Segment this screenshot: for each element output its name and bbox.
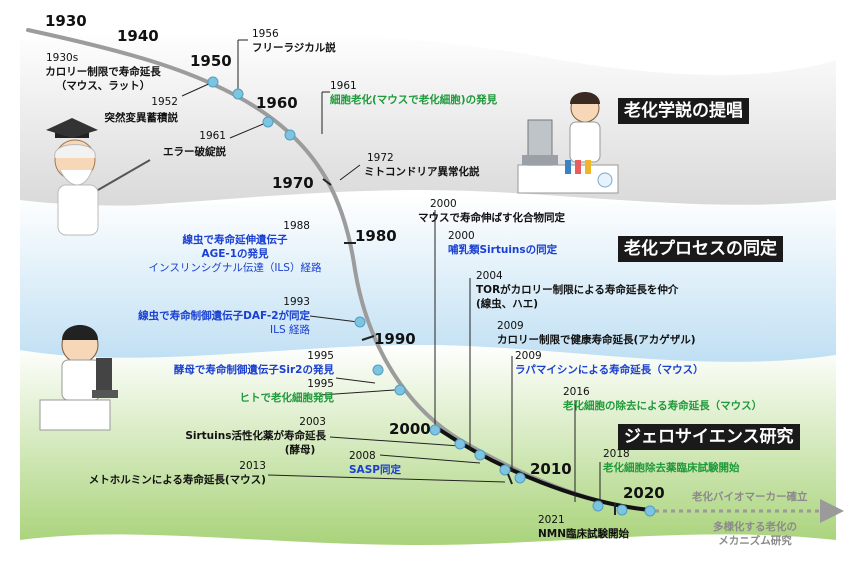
decade-1960: 1960 <box>256 94 298 112</box>
phase-label-process: 老化プロセスの同定 <box>618 236 783 262</box>
event-text: SASP同定 <box>349 464 401 476</box>
event-dots <box>207 76 656 517</box>
event-text: (線虫、ハエ) <box>476 298 539 310</box>
decade-1990: 1990 <box>374 330 416 348</box>
future-biomarker: 老化バイオマーカー確立 <box>692 491 808 503</box>
microscope-scientist-illustration <box>39 325 118 431</box>
professor-illustration <box>46 118 151 236</box>
event-text: 線虫で寿命延伸遺伝子 <box>182 234 288 246</box>
event-text: 線虫で寿命制御遺伝子DAF-2が同定 <box>138 310 310 322</box>
event-year: 1995 <box>307 378 334 390</box>
event-text: NMN臨床試験開始 <box>538 528 630 540</box>
decade-2000: 2000 <box>389 420 431 438</box>
event-year: 2018 <box>603 448 630 460</box>
event-year: 1952 <box>151 96 178 108</box>
event-text: ILS 経路 <box>270 324 310 336</box>
lab-scientist-illustration <box>517 92 619 194</box>
event-year: 1961 <box>330 80 357 92</box>
event-text: Sirtuins活性化薬が寿命延長 <box>185 430 326 442</box>
band-gray <box>20 29 836 208</box>
event-text: 細胞老化(マウスで老化細胞)の発見 <box>330 94 498 106</box>
event-year: 2021 <box>538 514 565 526</box>
event-text: インスリンシグナル伝達（ILS）経路 <box>148 262 322 274</box>
decade-1930: 1930 <box>45 12 87 30</box>
decade-1950: 1950 <box>190 52 232 70</box>
decade-2020: 2020 <box>623 484 665 502</box>
event-text: メトホルミンによる寿命延長(マウス) <box>88 474 266 486</box>
event-year: 2009 <box>515 350 542 362</box>
event-text: 老化細胞の除去による寿命延長（マウス） <box>563 400 763 412</box>
decade-1970: 1970 <box>272 174 314 192</box>
timeline-curve <box>26 28 652 512</box>
event-text: （マウス、ラット） <box>55 80 151 92</box>
event-year: 2009 <box>497 320 524 332</box>
event-year: 2003 <box>299 416 326 428</box>
future-mechanism: 多様化する老化の <box>713 521 797 533</box>
band-green <box>20 345 836 545</box>
event-text: (酵母) <box>284 444 316 456</box>
decade-1940: 1940 <box>117 27 159 45</box>
event-year: 1993 <box>283 296 310 308</box>
decade-ticks <box>322 178 616 515</box>
event-text: マウスで寿命伸ばす化合物同定 <box>418 212 565 224</box>
event-year: 1988 <box>283 220 310 232</box>
event-text: ラパマイシンによる寿命延長（マウス） <box>515 364 704 376</box>
event-year: 2000 <box>430 198 457 210</box>
event-text: TORがカロリー制限による寿命延長を仲介 <box>476 284 679 296</box>
event-year: 1961 <box>199 130 226 142</box>
event-text: カロリー制限で健康寿命延長(アカゲザル) <box>497 334 696 346</box>
event-text: ヒトで老化細胞発見 <box>239 392 335 404</box>
event-text: 突然変異蓄積説 <box>104 112 179 124</box>
event-text: 哺乳類Sirtuinsの同定 <box>448 244 558 256</box>
decade-1980: 1980 <box>355 227 397 245</box>
event-year: 2000 <box>448 230 475 242</box>
event-text: カロリー制限で寿命延長 <box>45 66 161 78</box>
event-text: ミトコンドリア異常化説 <box>364 166 480 178</box>
event-text: AGE-1の発見 <box>201 248 269 260</box>
event-year: 2008 <box>349 450 376 462</box>
event-text: フリーラジカル説 <box>252 42 336 54</box>
event-year: 2016 <box>563 386 590 398</box>
event-year: 1972 <box>367 152 394 164</box>
event-text: 酵母で寿命制御遺伝子Sir2の発見 <box>173 364 334 376</box>
future-mechanism: メカニズム研究 <box>718 535 792 547</box>
event-text: 老化細胞除去薬臨床試験開始 <box>603 462 740 474</box>
decade-2010: 2010 <box>530 460 572 478</box>
event-year: 2004 <box>476 270 503 282</box>
event-year: 1930s <box>46 52 79 64</box>
phase-label-geroscience: ジェロサイエンス研究 <box>618 424 800 450</box>
phase-label-theory: 老化学説の提唱 <box>618 98 749 124</box>
event-year: 1995 <box>307 350 334 362</box>
leader-lines <box>181 39 601 508</box>
event-text: エラー破綻説 <box>163 146 226 158</box>
event-year: 2013 <box>239 460 266 472</box>
event-year: 1956 <box>252 28 279 40</box>
